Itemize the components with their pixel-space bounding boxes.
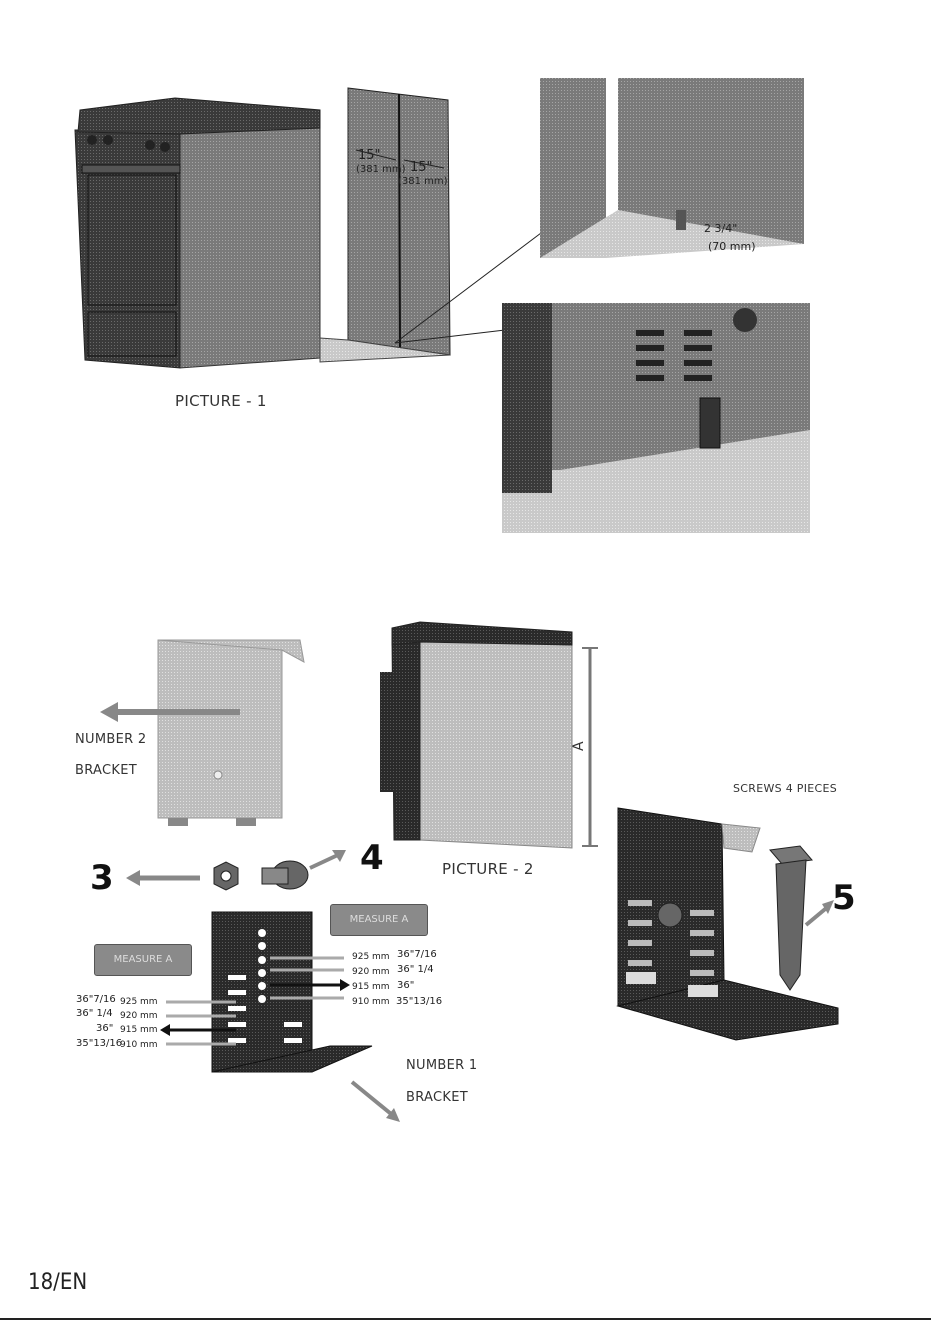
measurement-left-in: 35"13/16 (76, 1038, 122, 1049)
measurement-left-in: 36" (96, 1023, 113, 1034)
number-1-bracket-label-line1: NUMBER 1 (406, 1058, 477, 1073)
picture-2-illustration (0, 0, 931, 1160)
number-2-bracket-label-line2: BRACKET (75, 763, 137, 778)
number-2-bracket-label-line1: NUMBER 2 (75, 732, 146, 747)
step-number-5: 5 (832, 878, 856, 918)
measurement-left-mm: 925 mm (120, 997, 158, 1007)
step-number-3: 3 (90, 858, 114, 898)
measurement-right-in: 36" 1/4 (397, 964, 434, 975)
measure-a-badge-left: MEASURE A (94, 944, 192, 976)
measurement-right-mm: 925 mm (352, 952, 390, 962)
nut-and-bolt-illustration (126, 850, 346, 890)
measurement-right-mm: 920 mm (352, 967, 390, 977)
measurement-right-in: 35"13/16 (396, 996, 442, 1007)
measurement-right-mm: 915 mm (352, 982, 390, 992)
page-number: 18/EN (28, 1270, 87, 1295)
measurement-left-mm: 915 mm (120, 1025, 158, 1035)
screw-bracket-illustration (618, 808, 838, 1040)
stove-side-illustration (380, 622, 598, 848)
measurement-left-in: 36" 1/4 (76, 1008, 113, 1019)
number-1-bracket-label-line2: BRACKET (406, 1090, 468, 1105)
screws-label: SCREWS 4 PIECES (733, 782, 837, 795)
measurement-right-mm: 910 mm (352, 997, 390, 1007)
step-number-4: 4 (360, 838, 384, 878)
footer-rule (0, 1318, 931, 1320)
picture-2-caption: PICTURE - 2 (442, 860, 534, 878)
dimension-a-label: A (571, 741, 587, 751)
measurement-right-in: 36"7/16 (397, 949, 437, 960)
measure-a-badge-right: MEASURE A (330, 904, 428, 936)
measurement-left-mm: 910 mm (120, 1040, 158, 1050)
measurement-right-in: 36" (397, 980, 414, 991)
measurement-left-mm: 920 mm (120, 1011, 158, 1021)
measurement-left-in: 36"7/16 (76, 994, 116, 1005)
number-1-bracket-illustration (160, 912, 400, 1122)
